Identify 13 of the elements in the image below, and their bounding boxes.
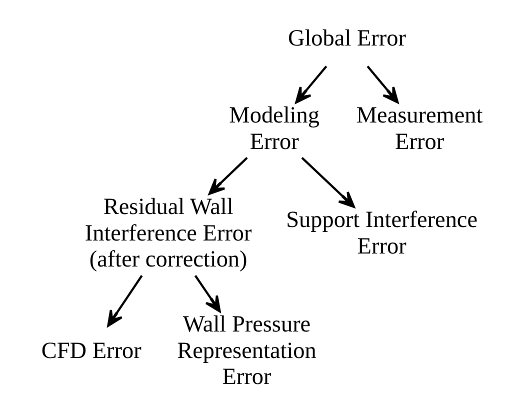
- arrow: [194, 275, 220, 312]
- node-text: Global Error: [287, 26, 406, 52]
- arrow: [294, 66, 327, 104]
- node-text: Support Interference Error: [286, 207, 478, 260]
- node-text: CFD Error: [40, 338, 141, 364]
- arrow: [106, 275, 142, 327]
- node-text: Measurement Error: [356, 102, 482, 155]
- arrow: [208, 157, 248, 195]
- node-text: Modeling Error: [228, 102, 319, 155]
- arrow: [300, 157, 354, 208]
- node-text: Residual Wall Interference Error (after correction): [84, 194, 252, 272]
- node-text: Wall Pressure Representation Error: [176, 312, 316, 390]
- arrow: [366, 66, 398, 104]
